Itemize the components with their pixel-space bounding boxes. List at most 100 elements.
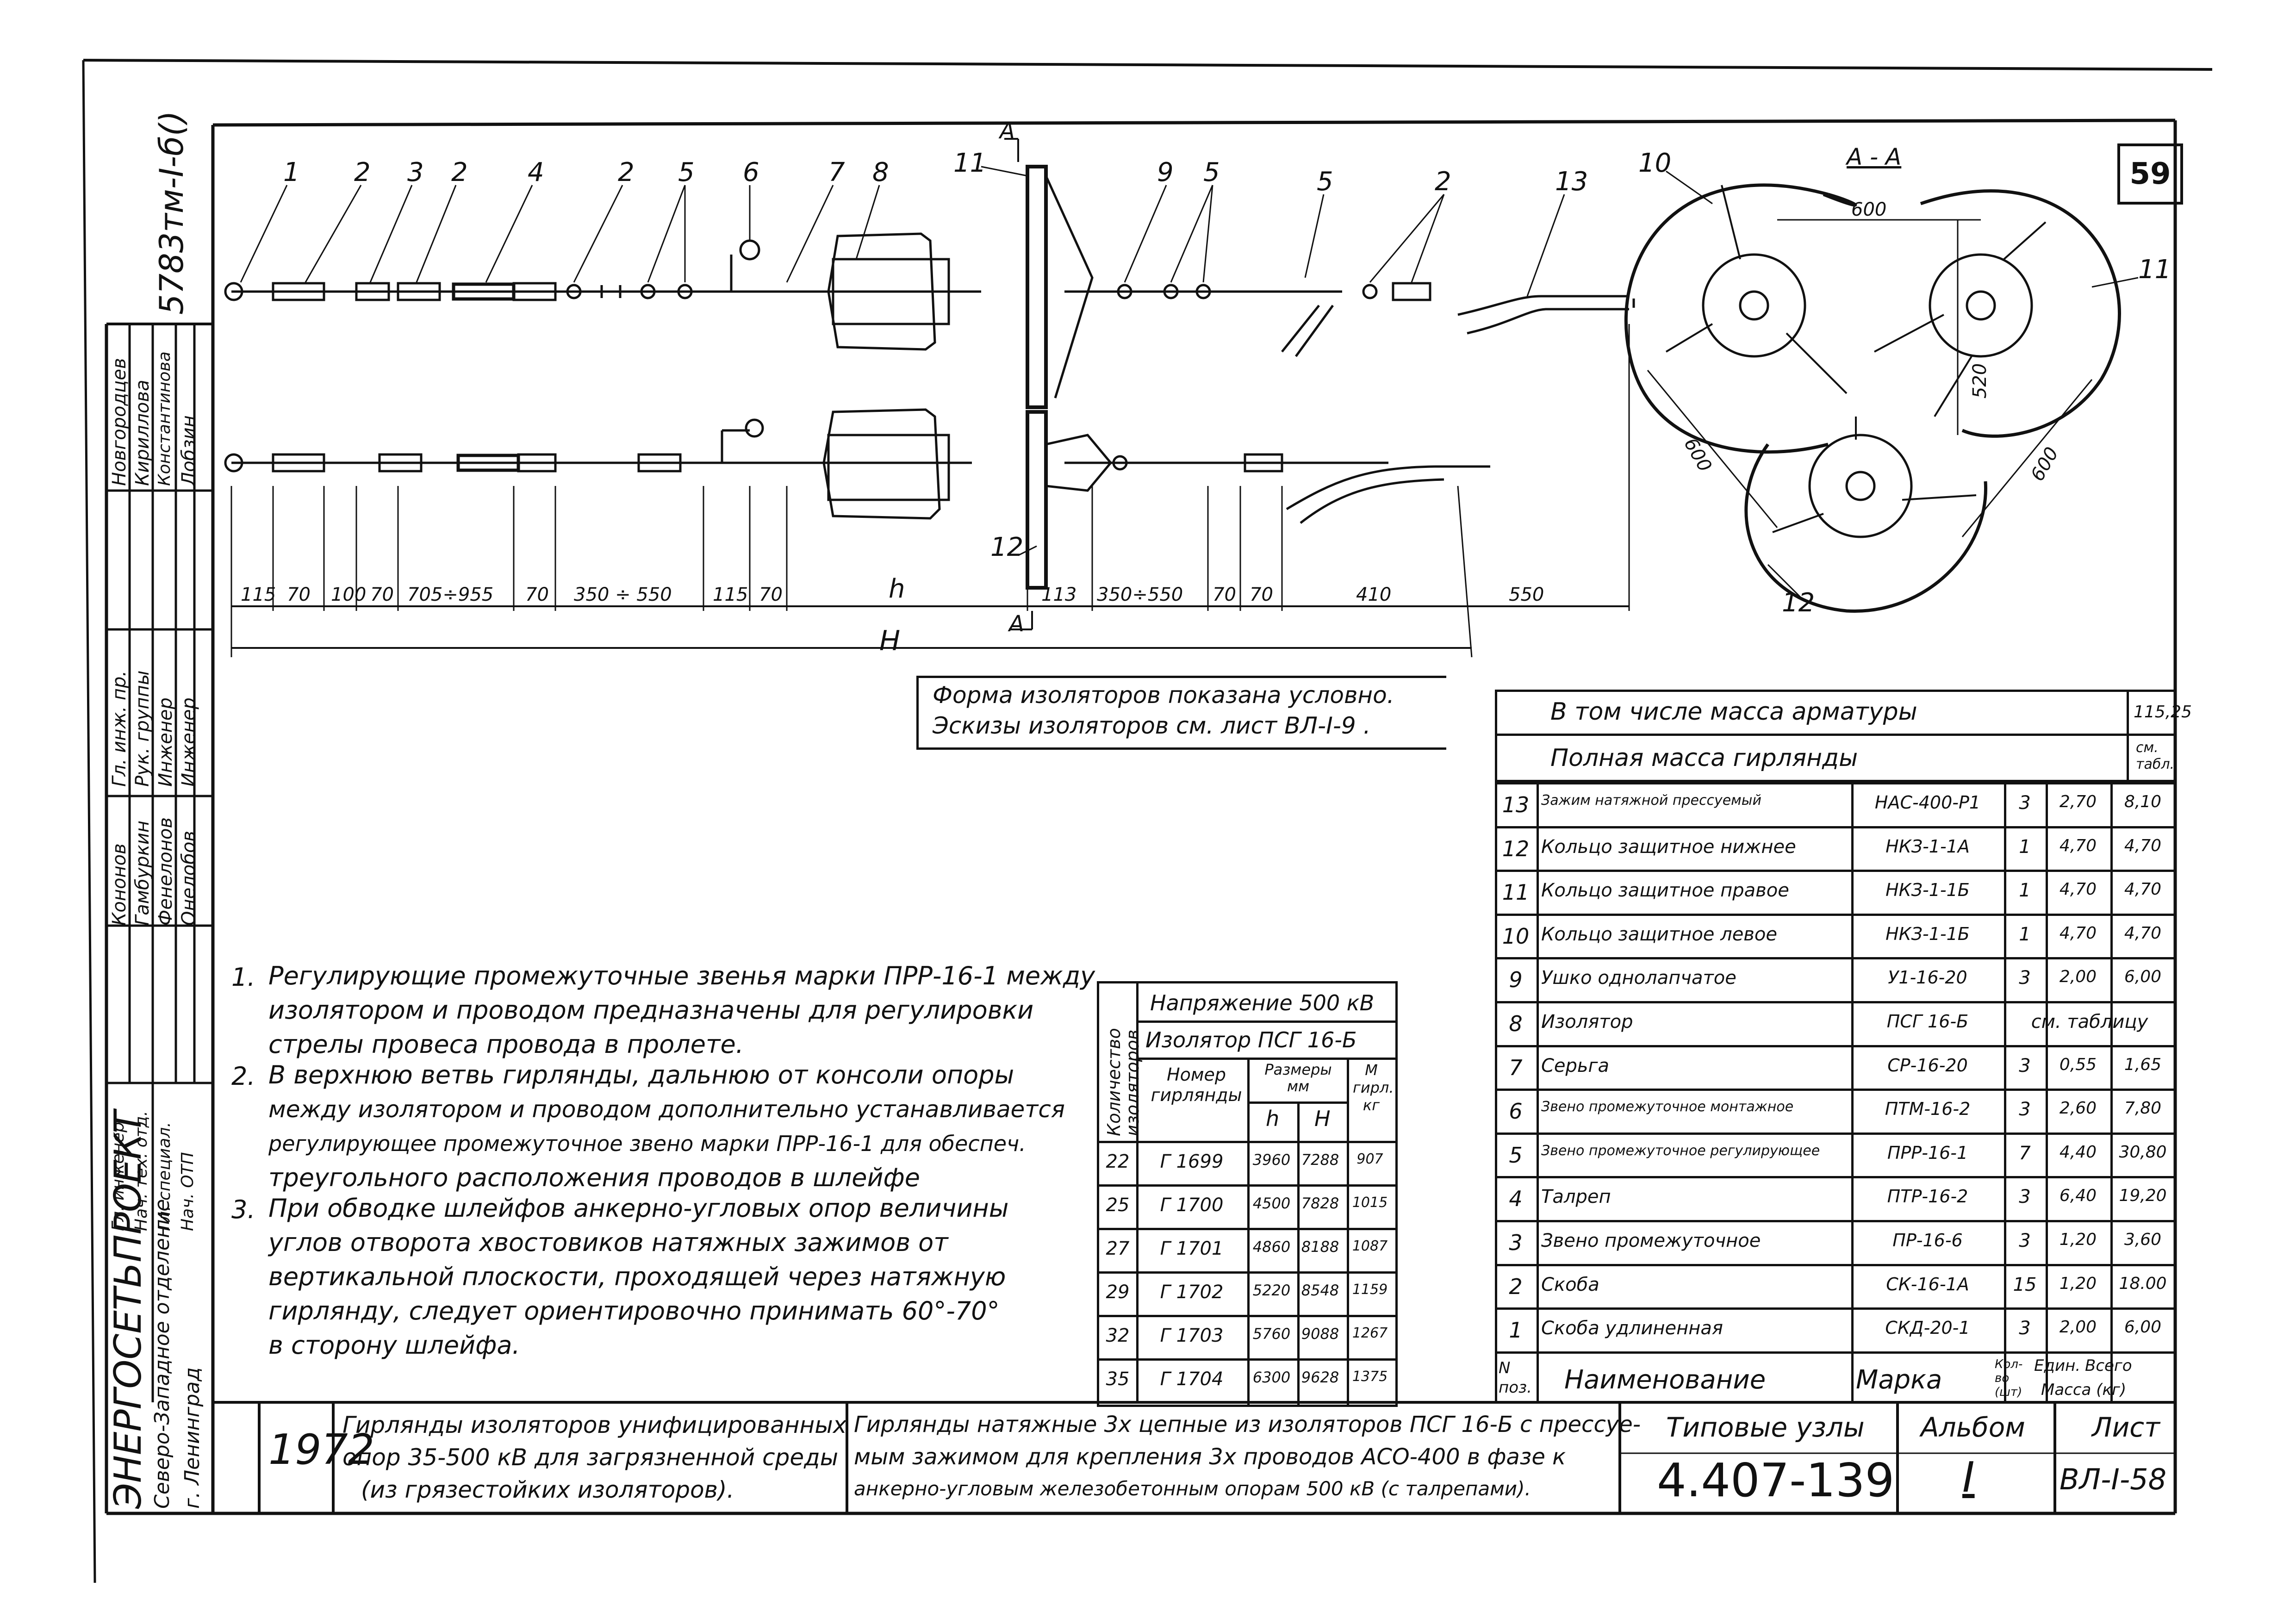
spec-cell: 1,20	[2059, 1274, 2097, 1293]
note-3-num: 3.	[231, 1195, 255, 1224]
sheet-value: ВЛ-I-58	[2060, 1462, 2167, 1496]
note-1-line3: стрелы провеса провода в пролете.	[268, 1030, 744, 1059]
garland-row-line	[1097, 1315, 1395, 1317]
garland-cell: 6300	[1252, 1369, 1291, 1386]
spec-cell: 30,80	[2119, 1142, 2167, 1162]
garland-cell: Г 1702	[1160, 1282, 1224, 1303]
spec-cell: ПР-16-6	[1892, 1230, 1963, 1251]
ring-callout-10: 10	[1638, 148, 1672, 178]
note-1-line2: изолятором и проводом предназначены для …	[268, 996, 1034, 1025]
ring-callout-11: 11	[2138, 255, 2172, 285]
note-3-line1: При обводке шлейфов анкерно-угловых опор…	[268, 1194, 1009, 1223]
sheet-number: 59	[2117, 143, 2183, 205]
note-3-line2: углов отворота хвостовиков натяжных зажи…	[268, 1228, 948, 1257]
spec-cell: 1	[2019, 880, 2031, 902]
stamp-name-3: Константинова	[155, 351, 174, 486]
spec-row-line	[1495, 913, 2175, 916]
callout-2a: 2	[354, 157, 371, 187]
callout-2d: 2	[1435, 167, 1451, 197]
spec-footer-unit: Един.	[2034, 1356, 2081, 1375]
spec-col-line	[1495, 690, 1497, 782]
spec-cell: Изолятор	[1541, 1011, 1633, 1033]
spec-cell: 1,65	[2124, 1055, 2162, 1074]
spec-col-line	[1537, 782, 1539, 1402]
album-value: I	[1962, 1453, 1975, 1502]
garland-cell: Г 1703	[1160, 1325, 1224, 1346]
spec-cell: 7	[2019, 1142, 2031, 1164]
note-2-line1: В верхнюю ветвь гирлянды, дальнюю от кон…	[268, 1060, 1014, 1089]
spec-cell: Кольцо защитное нижнее	[1541, 836, 1796, 858]
spec-cell: 1	[2019, 923, 2031, 945]
spec-footer-total: Всего	[2085, 1356, 2132, 1375]
dimension-lines	[230, 138, 1630, 658]
spec-cell: см. таблицу	[2031, 1011, 2148, 1033]
garland-cell: 32	[1106, 1325, 1130, 1346]
spec-cell: 12	[1502, 836, 1530, 861]
callout-1: 1	[283, 157, 300, 187]
garland-col-num: Номер гирлянды	[1151, 1064, 1242, 1105]
stamp-name-2: Кириллова	[132, 380, 153, 486]
spec-cell: НКЗ-1-1Б	[1885, 923, 1970, 944]
garland-cell: 22	[1106, 1151, 1130, 1172]
garland-cell: 5220	[1252, 1282, 1291, 1299]
stamp-name2-1: Кононов	[109, 843, 130, 926]
callout-5a: 5	[678, 157, 695, 187]
spec-row-line	[1495, 782, 2175, 784]
spec-cell: 6,40	[2059, 1186, 2097, 1206]
spec-cell: 10	[1502, 923, 1530, 949]
dim-70f: 70	[1250, 584, 1273, 605]
garland-cell: 1015	[1352, 1195, 1388, 1211]
dim-410: 410	[1356, 584, 1392, 605]
garland-cell: 7288	[1301, 1151, 1339, 1169]
garland-row-line	[1097, 1271, 1395, 1274]
callout-9: 9	[1157, 157, 1174, 187]
spec-row-line	[1495, 1263, 2175, 1266]
spec-row-line	[1495, 1132, 2175, 1135]
garland-cell: Г 1701	[1160, 1238, 1224, 1259]
sheet-title-3: анкерно-угловым железобетонным опорам 50…	[854, 1477, 1531, 1500]
note-2-num: 2.	[231, 1062, 255, 1091]
spec-col-line	[2046, 782, 2048, 1402]
spec-cell: 7,80	[2124, 1099, 2162, 1118]
ring-callout-12: 12	[1782, 588, 1815, 618]
stamp-name2-3: Фенелонов	[155, 817, 176, 926]
spec-cell: 4,40	[2059, 1142, 2097, 1162]
garland-row-line	[1097, 1184, 1395, 1187]
callout-4: 4	[528, 157, 544, 187]
garland-table-voltage: Напряжение 500 кВ	[1150, 990, 1375, 1015]
garland-cell: 1087	[1352, 1238, 1388, 1254]
garland-cell: 4500	[1252, 1195, 1291, 1212]
dim-705-955: 705÷955	[407, 584, 494, 605]
note-2-line4: треугольного расположения проводов в шле…	[268, 1163, 920, 1192]
spec-cell: НКЗ-1-1Б	[1885, 880, 1970, 901]
total-label: Полная масса гирлянды	[1550, 744, 1858, 772]
spec-row-line	[1495, 1089, 2175, 1091]
series-title-3: (из грязестойких изоляторов).	[361, 1476, 734, 1503]
album-label: Альбом	[1921, 1412, 2025, 1443]
spec-cell: 4,70	[2059, 836, 2097, 855]
spec-cell: 3	[2019, 1230, 2031, 1251]
spec-footer: N поз. Наименование Марка Кол-во (шт) Ед…	[1495, 1351, 2175, 1405]
note-1-num: 1.	[231, 963, 255, 992]
callout-13: 13	[1555, 167, 1588, 197]
insulator-note-line1: Форма изоляторов показана условно.	[933, 682, 1394, 709]
sheet-title-2: мым зажимом для крепления 3x проводов АС…	[854, 1444, 1566, 1470]
spec-row-line	[1495, 957, 2175, 960]
garland-cell: 7828	[1301, 1195, 1339, 1212]
spec-row-line	[1495, 1176, 2175, 1179]
spec-cell: Ушко однолапчатое	[1541, 967, 1736, 989]
ring-dim-600-top: 600	[1851, 199, 1887, 220]
garland-cell: 9088	[1301, 1325, 1339, 1343]
spec-cell: Скоба удлиненная	[1541, 1318, 1723, 1339]
callout-5b: 5	[1203, 157, 1220, 187]
stamp-role2-4: Нач. ОТП	[178, 1152, 197, 1231]
garland-lower	[224, 408, 1490, 590]
spec-col-line	[1495, 782, 1497, 1402]
stamp-role2-1: Гл. инженер	[109, 1121, 128, 1231]
garland-cell: 8188	[1301, 1238, 1339, 1256]
section-view-rings	[1624, 183, 2121, 613]
garland-col-mass: М гирл. кг	[1353, 1061, 1394, 1114]
spec-cell: ПРР-16-1	[1887, 1142, 1968, 1163]
spec-cell: 1	[2019, 836, 2031, 858]
garland-cell: 3960	[1252, 1151, 1291, 1169]
